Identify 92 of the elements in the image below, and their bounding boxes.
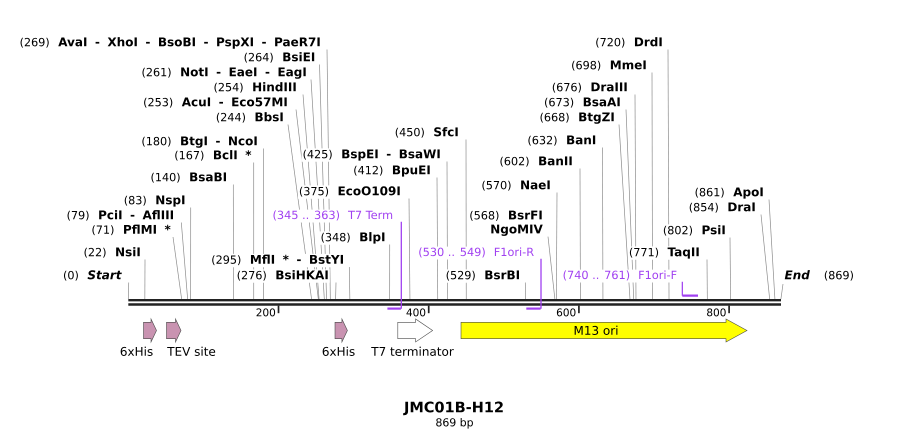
leader-line — [618, 124, 630, 300]
leader-line — [326, 49, 331, 300]
leader-line — [190, 207, 192, 300]
leader-line — [682, 282, 683, 296]
enzyme-label: (412) BpuEI — [354, 165, 430, 177]
enzyme-label: (180) BtgI - NcoI — [142, 136, 257, 148]
enzyme-label: (276) BsiHKAI — [238, 270, 328, 281]
leader-line — [310, 79, 325, 300]
feature-label: 6xHis — [120, 346, 153, 356]
leader-line — [128, 282, 130, 300]
leader-line — [144, 259, 146, 300]
leader-line — [389, 244, 390, 300]
primer-label: (345 .. 363) T7 Term — [274, 210, 392, 220]
enzyme-label: (698) MmeI — [572, 60, 646, 71]
sequence-end-label: (0) Start — [64, 270, 122, 281]
primer-mark — [387, 308, 401, 310]
leader-line — [408, 198, 410, 300]
leader-line — [760, 214, 770, 300]
leader-line — [602, 147, 604, 300]
leader-line — [253, 162, 254, 300]
leader-line — [730, 237, 731, 300]
leader-line — [652, 72, 653, 300]
primer-mark — [682, 294, 698, 297]
tick-label: 800 — [707, 308, 726, 316]
enzyme-label: (253) AcuI - Eco57MI — [144, 97, 287, 108]
leader-line — [466, 139, 467, 300]
enzyme-label: (529) BsrBI — [446, 270, 519, 281]
enzyme-label: (295) MflI * - BstYI — [212, 254, 343, 266]
enzyme-label: (632) BanI — [528, 135, 596, 146]
leader-line — [296, 109, 319, 300]
enzyme-label: (425) BspEI - BsaWI — [304, 149, 440, 161]
leader-line — [548, 236, 556, 300]
enzyme-label: (83) NspI — [124, 195, 184, 207]
enzyme-label: (140) BsaBI — [151, 172, 226, 183]
primer-mark — [526, 308, 541, 310]
enzyme-label: (244) BbsI — [216, 112, 283, 123]
enzyme-label: (261) NotI - EaeI - EagI — [142, 67, 306, 79]
leader-line — [302, 94, 320, 300]
enzyme-label: (375) EcoO109I — [300, 186, 400, 197]
leader-line — [263, 148, 264, 300]
enzyme-label: (348) BlpI — [322, 232, 384, 244]
leader-line — [626, 109, 634, 300]
sequence-end-label: End (869) — [784, 270, 853, 281]
enzyme-label: (771) TaqII — [630, 247, 699, 259]
enzyme-label: (854) DraI — [690, 202, 755, 213]
caption: 869 bp — [436, 418, 473, 429]
leader-line — [634, 94, 636, 300]
primer-label: (530 .. 549) F1ori-R — [419, 247, 534, 258]
leader-line — [319, 64, 327, 300]
primer-label: (740 .. 761) F1ori-F — [564, 270, 676, 280]
leader-line — [540, 258, 542, 309]
enzyme-label: (676) DraIII — [552, 82, 627, 93]
enzyme-label: (71) PflMI * — [92, 224, 171, 236]
leader-line — [335, 282, 336, 300]
leader-line — [232, 184, 234, 300]
leader-line — [668, 49, 670, 300]
leader-line — [780, 284, 784, 300]
enzyme-label: (264) BsiEI — [244, 52, 314, 63]
leader-line — [172, 236, 182, 300]
tick-label: 600 — [556, 308, 576, 316]
enzyme-label: (720) DrdI — [596, 37, 662, 48]
enzyme-label: (22) NsiI — [84, 247, 140, 258]
enzyme-label: (861) ApoI — [696, 187, 763, 199]
leader-line — [348, 266, 350, 300]
leader-line — [768, 199, 776, 300]
enzyme-label: (79) PciI - AflIII — [68, 210, 173, 221]
enzyme-label: (568) BsrFI NgoMIV — [470, 210, 543, 236]
tick-label: 400 — [406, 308, 426, 316]
enzyme-label: (570) NaeI — [482, 180, 550, 191]
enzyme-label: (450) SfcI — [396, 127, 458, 138]
leader-line — [580, 168, 581, 300]
leader-line — [556, 192, 558, 300]
enzyme-label: (602) BanII — [500, 156, 572, 167]
feature-label: TEV site — [167, 346, 216, 356]
leader-line — [446, 161, 448, 300]
dna-backbone — [128, 299, 781, 306]
feature-label: 6xHis — [322, 346, 355, 356]
enzyme-label: (167) BclI * — [175, 150, 252, 161]
leader-line — [524, 282, 526, 300]
enzyme-label: (269) AvaI - XhoI - BsoBI - PspXI - PaeR7I — [20, 37, 320, 49]
leader-line — [706, 259, 708, 300]
feature-label: T7 terminator — [371, 346, 454, 356]
leader-line — [436, 177, 438, 300]
enzyme-label: (668) BtgZI — [540, 112, 614, 124]
enzyme-label: (673) BsaAI — [545, 97, 620, 108]
enzyme-label: (254) HindIII — [214, 82, 296, 93]
title: JMC01B-H12 — [403, 402, 503, 416]
leader-line — [180, 222, 188, 300]
tick-label: 200 — [256, 308, 276, 316]
leader-line — [288, 124, 312, 300]
enzyme-label: (802) PsiI — [664, 225, 725, 236]
leader-line — [400, 222, 402, 309]
